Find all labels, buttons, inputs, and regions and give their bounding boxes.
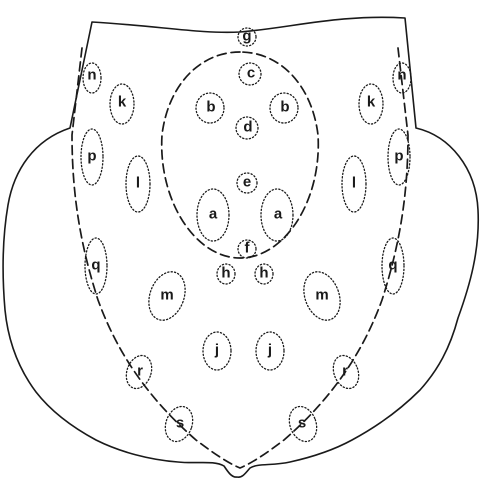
outer-outline — [3, 17, 478, 477]
label-e: e — [243, 174, 251, 191]
label-b-right: b — [280, 99, 289, 116]
label-d: d — [243, 119, 252, 136]
label-q-left: q — [91, 257, 100, 274]
label-r-right: r — [342, 363, 348, 380]
label-j-left: j — [214, 342, 219, 359]
label-n-left: n — [87, 67, 96, 84]
label-g: g — [242, 28, 251, 45]
label-a-left: a — [209, 206, 218, 223]
label-r-left: r — [137, 363, 143, 380]
label-b-left: b — [206, 99, 215, 116]
label-j-right: j — [267, 342, 272, 359]
label-l-left: l — [136, 175, 140, 192]
label-a-right: a — [274, 206, 283, 223]
label-k-right: k — [367, 94, 376, 111]
label-h-left: h — [221, 265, 230, 282]
label-l-right: l — [352, 175, 356, 192]
label-p-right: p — [394, 148, 403, 165]
label-f: f — [245, 240, 251, 257]
label-m-right: m — [315, 287, 328, 304]
label-k-left: k — [118, 94, 127, 111]
label-p-left: p — [87, 148, 96, 165]
label-m-left: m — [160, 287, 173, 304]
label-s-right: s — [298, 415, 306, 432]
inner-dashed-oval — [162, 52, 319, 258]
label-s-left: s — [176, 415, 184, 432]
label-c: c — [247, 65, 255, 82]
label-h-right: h — [259, 265, 268, 282]
label-n-right: n — [397, 67, 406, 84]
label-q-right: q — [388, 257, 397, 274]
